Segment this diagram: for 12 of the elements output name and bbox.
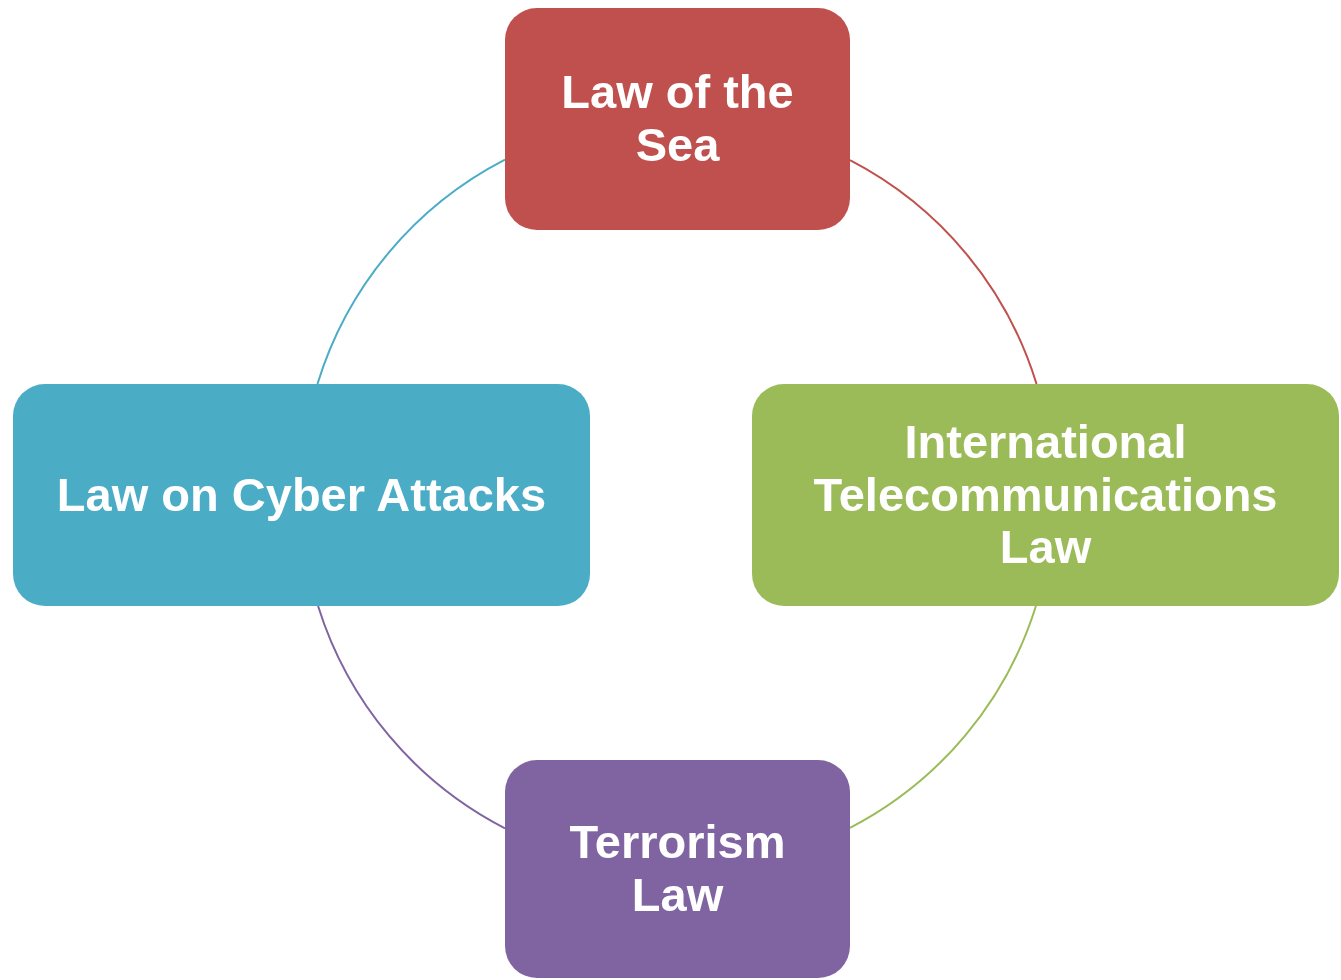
topic-box bbox=[505, 8, 850, 230]
topic-label: Terrorism Law bbox=[568, 816, 787, 922]
connector-arc bbox=[317, 605, 506, 830]
connector-arc bbox=[849, 605, 1037, 829]
topic-box bbox=[13, 384, 590, 606]
topic-label: Law of the Sea bbox=[560, 66, 795, 172]
topic-label: International Telecommunications Law bbox=[812, 416, 1279, 574]
connector-arc bbox=[849, 159, 1038, 385]
topic-box bbox=[505, 760, 850, 978]
topic-label: Law on Cyber Attacks bbox=[56, 468, 547, 522]
connector-arc bbox=[316, 158, 506, 385]
topic-box bbox=[752, 384, 1339, 606]
